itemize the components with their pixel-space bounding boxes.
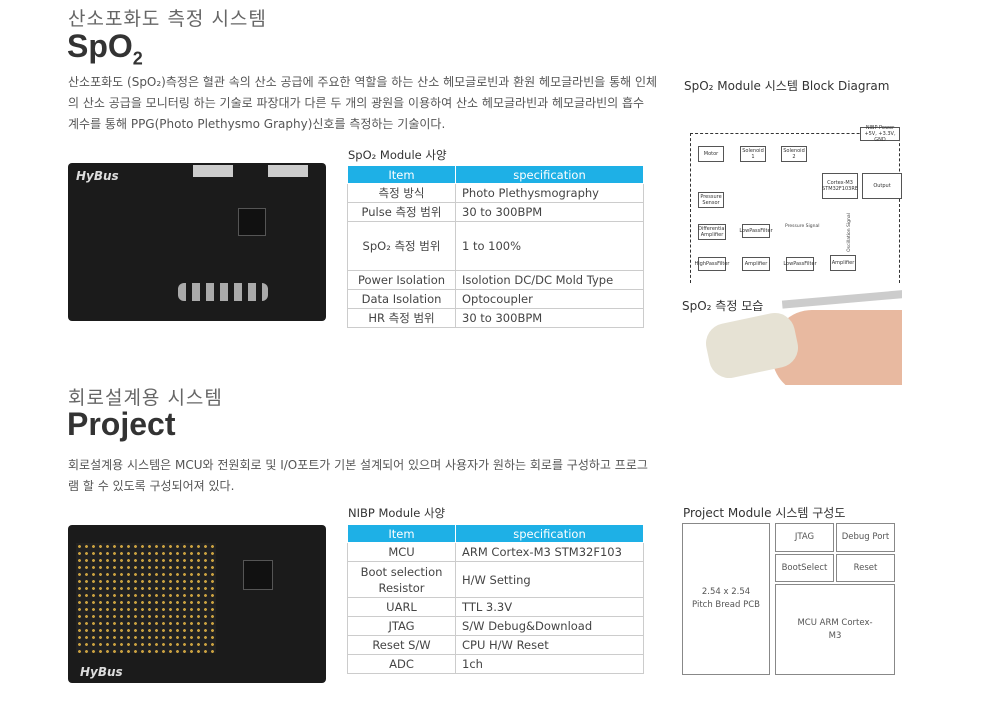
cell: Power Isolation <box>347 270 456 290</box>
spo2-subtitle: 산소포화도 측정 시스템 <box>68 8 267 30</box>
th-spec: specification <box>455 165 644 184</box>
breadboard-area <box>76 543 216 653</box>
cell: Photo Plethysmography <box>455 183 644 203</box>
block-bread-pcb: 2.54 x 2.54 Pitch Bread PCB <box>682 523 770 675</box>
project-description: 회로설계용 시스템은 MCU와 전원회로 및 I/O포트가 기본 설계되어 있으… <box>68 458 648 493</box>
cell: H/W Setting <box>455 561 644 598</box>
block-power: NIBP Power +5V, +3.3V, GND <box>860 125 900 143</box>
cell: Optocoupler <box>455 289 644 309</box>
project-table-caption: NIBP Module 사양 <box>348 506 446 520</box>
capacitors <box>178 283 268 301</box>
connector <box>268 165 308 177</box>
cell: SpO₂ 측정 범위 <box>347 221 456 271</box>
cell: Pulse 측정 범위 <box>347 202 456 222</box>
th-item: Item <box>347 165 456 184</box>
project-diagram-caption: Project Module 시스템 구성도 <box>683 506 846 520</box>
cell: Isolotion DC/DC Mold Type <box>455 270 644 290</box>
block-debug-port: Debug Port <box>836 523 895 552</box>
cell: 30 to 300BPM <box>455 202 644 222</box>
spo2-title-sub: 2 <box>132 48 143 69</box>
block-boot-select: BootSelect <box>775 554 834 582</box>
chip <box>238 208 266 236</box>
block-output: Output <box>862 173 902 199</box>
block-amp2: Amplifier <box>830 255 856 271</box>
photo-caption: SpO₂ 측정 모습 <box>682 299 764 313</box>
finger-sensor-photo <box>682 290 902 385</box>
block-hpf: HighPassFilter <box>695 257 729 271</box>
diagram-caption: SpO₂ Module 시스템 Block Diagram <box>684 79 890 93</box>
pcb-logo: HyBus <box>76 169 119 183</box>
block-lpf1: LowPassFilter <box>739 224 773 238</box>
connector <box>193 165 233 177</box>
project-subtitle: 회로설계용 시스템 <box>68 387 223 409</box>
dashed-boundary <box>690 133 900 283</box>
block-solenoid2: Solenoid 2 <box>781 146 807 162</box>
th-spec: specification <box>455 524 644 543</box>
cell: 측정 방식 <box>347 183 456 203</box>
label-oscillation-signal: Oscillation Signal <box>846 213 852 252</box>
cell: JTAG <box>347 616 456 636</box>
cell: 30 to 300BPM <box>455 308 644 328</box>
pcb-logo: HyBus <box>80 665 123 679</box>
project-pcb-image: HyBus <box>68 525 326 683</box>
th-item: Item <box>347 524 456 543</box>
cell: MCU <box>347 542 456 562</box>
spo2-table-caption: SpO₂ Module 사양 <box>348 148 447 162</box>
cell: Data Isolation <box>347 289 456 309</box>
spo2-description: 산소포화도 (SpO₂)측정은 혈관 속의 산소 공급에 주요한 역할을 하는 … <box>68 75 658 131</box>
cell: ADC <box>347 654 456 674</box>
block-amp1: Amplifier <box>742 257 770 271</box>
block-diff-amp: Differential Amplifier <box>698 224 726 240</box>
block-reset: Reset <box>836 554 895 582</box>
spo2-title: SpO2 <box>67 28 143 69</box>
cell: 1ch <box>455 654 644 674</box>
cell: S/W Debug&Download <box>455 616 644 636</box>
cable <box>781 290 902 309</box>
block-lpf2: LowPassFilter <box>783 257 817 271</box>
block-cpu: Cortex-M3 STM32F103RE <box>822 173 858 199</box>
block-sensor: Pressure Sensor <box>698 192 724 208</box>
cell: UARL <box>347 597 456 617</box>
block-motor: Motor <box>698 146 724 162</box>
spo2-pcb-image: HyBus <box>68 163 326 321</box>
cell: Boot selection Resistor <box>347 561 456 598</box>
block-mcu: MCU ARM Cortex-M3 <box>775 584 895 675</box>
block-diagram: NIBP Power +5V, +3.3V, GND Motor Solenoi… <box>670 120 910 283</box>
cell: HR 측정 범위 <box>347 308 456 328</box>
cell: ARM Cortex-M3 STM32F103 <box>455 542 644 562</box>
spo2-title-main: SpO <box>67 28 133 64</box>
cell: 1 to 100% <box>455 221 644 271</box>
cell: CPU H/W Reset <box>455 635 644 655</box>
project-title: Project <box>67 406 176 442</box>
cell: Reset S/W <box>347 635 456 655</box>
mcu-chip <box>243 560 273 590</box>
block-solenoid1: Solenoid 1 <box>740 146 766 162</box>
label-pressure-signal: Pressure Signal <box>785 224 820 229</box>
cell: TTL 3.3V <box>455 597 644 617</box>
block-jtag: JTAG <box>775 523 834 552</box>
